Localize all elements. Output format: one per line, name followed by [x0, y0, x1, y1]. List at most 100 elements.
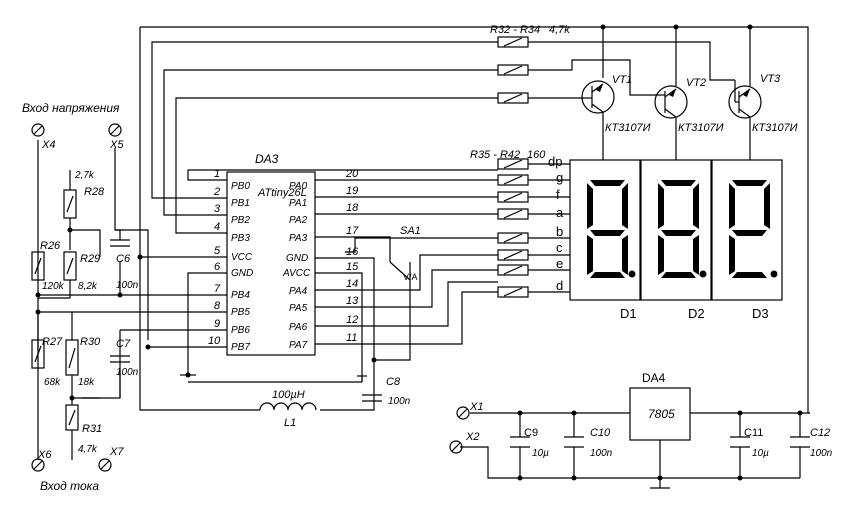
- capacitor-c7: C7 100n: [110, 338, 139, 378]
- junction-dots: [35, 24, 803, 481]
- svg-text:R31: R31: [82, 423, 102, 435]
- resistor-r26: R26 120k: [31, 240, 65, 292]
- terminals: X4 X5 X6 X7 X1 X2: [31, 123, 483, 472]
- capacitors: C6 100n C7 100n C8 100n C9 10µ C10 100n: [110, 239, 833, 459]
- svg-text:10: 10: [208, 335, 221, 347]
- svg-text:X1: X1: [469, 401, 483, 413]
- mcu-left-pins: 1 2 3 4 5 6 7 8 9 10 PB0 PB1 PB2 PB3 VCC…: [195, 168, 253, 353]
- svg-text:SA1: SA1: [400, 225, 421, 237]
- svg-text:VT3: VT3: [760, 73, 781, 85]
- terminal-x4: X4: [31, 123, 55, 151]
- svg-text:10µ: 10µ: [532, 448, 549, 459]
- svg-text:14: 14: [346, 278, 358, 290]
- resistors: 2,7k R28 R26 120k R29 8,2k R27 68k R30 1…: [31, 24, 570, 455]
- voltage-input-label: Вход напряжения: [22, 101, 120, 115]
- mcu-da3: DA3 ATtiny26L 1 2 3 4 5 6 7 8 9 10 PB0 P…: [195, 152, 359, 356]
- voltage-regulator-da4: DA4 7805: [629, 371, 691, 441]
- svg-text:GND: GND: [231, 268, 253, 279]
- svg-text:ATtiny26L: ATtiny26L: [257, 187, 307, 199]
- svg-text:КТ3107И: КТ3107И: [605, 122, 651, 134]
- svg-text:7805: 7805: [648, 407, 675, 421]
- svg-text:X4: X4: [41, 139, 55, 151]
- capacitor-c12: C12 100n: [790, 427, 833, 459]
- svg-text:c: c: [556, 240, 563, 255]
- svg-text:PA3: PA3: [289, 233, 308, 244]
- svg-text:18k: 18k: [78, 377, 95, 388]
- current-input-label: Вход тока: [40, 479, 99, 493]
- resistor-r31: R31 4,7k: [65, 404, 102, 455]
- svg-text:100n: 100n: [810, 448, 833, 459]
- svg-text:13: 13: [346, 295, 359, 307]
- svg-text:X5: X5: [109, 139, 124, 151]
- svg-text:X2: X2: [465, 431, 479, 443]
- svg-text:160: 160: [527, 149, 546, 161]
- display-d1: D1: [569, 159, 641, 321]
- capacitor-c10: C10 100n: [564, 427, 613, 459]
- svg-text:D1: D1: [620, 306, 637, 321]
- svg-text:1: 1: [214, 168, 220, 180]
- svg-text:PA0: PA0: [289, 181, 308, 192]
- svg-text:15: 15: [346, 261, 359, 273]
- svg-text:12: 12: [346, 314, 358, 326]
- svg-text:3: 3: [214, 203, 221, 215]
- svg-text:R28: R28: [84, 186, 105, 198]
- resistor-r27: R27 68k: [31, 336, 63, 388]
- switch-sa1: SA1 V/A: [389, 225, 421, 282]
- ground-symbols: [180, 374, 670, 489]
- terminal-x5: X5: [108, 123, 124, 151]
- capacitor-c6: C6 100n: [110, 239, 139, 291]
- svg-text:16: 16: [346, 246, 359, 258]
- svg-text:R26: R26: [40, 240, 61, 252]
- svg-text:4,7k: 4,7k: [78, 444, 98, 455]
- svg-text:b: b: [556, 224, 563, 239]
- svg-text:PA7: PA7: [289, 340, 308, 351]
- svg-text:C11: C11: [744, 427, 763, 439]
- svg-text:e: e: [556, 256, 563, 271]
- svg-text:100n: 100n: [116, 367, 139, 378]
- svg-text:120k: 120k: [42, 281, 65, 292]
- svg-text:КТ3107И: КТ3107И: [752, 122, 798, 134]
- mcu-right-pins: 20 19 18 17 16 15 14 13 12 11 PA0 PA1 PA…: [282, 168, 359, 351]
- svg-text:C8: C8: [386, 376, 401, 388]
- svg-text:КТ3107И: КТ3107И: [678, 122, 724, 134]
- svg-text:100µH: 100µH: [272, 389, 305, 401]
- terminal-x6: X6: [31, 449, 52, 472]
- svg-text:V/A: V/A: [403, 272, 418, 282]
- svg-text:20: 20: [345, 168, 359, 180]
- svg-text:4: 4: [214, 221, 220, 233]
- segment-labels: dp g f a b c e d: [548, 154, 564, 293]
- svg-text:g: g: [556, 170, 563, 185]
- svg-text:PB5: PB5: [231, 307, 250, 318]
- transistor-vt3: VT3 КТ3107И: [728, 73, 798, 134]
- svg-text:PB4: PB4: [231, 290, 250, 301]
- seven-segment-displays: D1 D2: [569, 159, 783, 321]
- svg-text:17: 17: [346, 225, 359, 237]
- svg-text:2,7k: 2,7k: [74, 170, 95, 181]
- transistor-vt2: VT2 КТ3107И: [654, 77, 724, 134]
- terminal-x2: X2: [449, 431, 479, 454]
- svg-text:8: 8: [214, 300, 221, 312]
- svg-text:AVCC: AVCC: [282, 268, 311, 279]
- svg-text:R30: R30: [80, 336, 101, 348]
- svg-text:D3: D3: [752, 306, 769, 321]
- svg-text:6: 6: [214, 261, 221, 273]
- svg-text:D2: D2: [688, 306, 705, 321]
- svg-text:7: 7: [214, 283, 221, 295]
- svg-text:X6: X6: [37, 449, 52, 461]
- display-d3: D3: [711, 159, 783, 321]
- svg-text:GND: GND: [286, 253, 308, 264]
- svg-text:PB7: PB7: [231, 342, 250, 353]
- capacitor-c8: C8 100n: [362, 376, 411, 407]
- svg-text:PB3: PB3: [231, 233, 250, 244]
- transistor-vt1: VT1 КТ3107И: [581, 74, 651, 134]
- svg-text:PA2: PA2: [289, 215, 308, 226]
- svg-text:PA4: PA4: [289, 286, 308, 297]
- svg-text:100n: 100n: [388, 396, 411, 407]
- svg-text:10µ: 10µ: [752, 448, 769, 459]
- svg-text:19: 19: [346, 185, 358, 197]
- svg-text:R32 - R34: R32 - R34: [490, 24, 540, 36]
- svg-text:100n: 100n: [116, 280, 139, 291]
- svg-text:DA4: DA4: [642, 371, 666, 385]
- resistor-r32-34: R32 - R34 4,7k: [490, 24, 570, 104]
